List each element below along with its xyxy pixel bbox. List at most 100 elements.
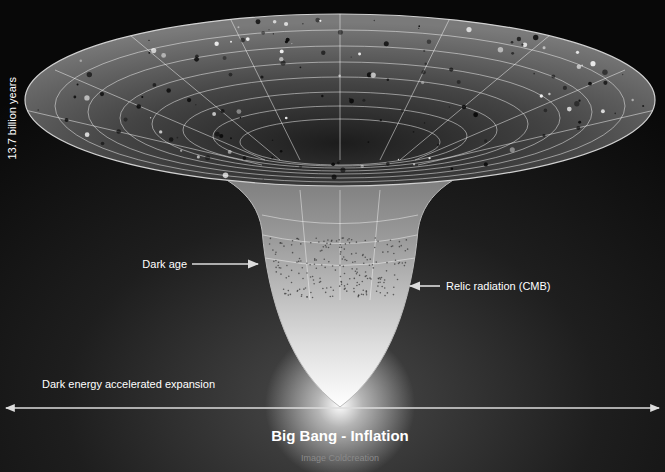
cmb-dot — [296, 238, 298, 240]
cmb-dot — [370, 278, 372, 280]
galaxy-dot — [362, 99, 365, 102]
cmb-dot — [278, 261, 280, 263]
cmb-dot — [298, 273, 300, 275]
galaxy-dot — [578, 100, 580, 102]
cmb-dot — [356, 241, 358, 243]
cmb-dot — [306, 272, 308, 274]
galaxy-dot — [574, 101, 579, 106]
galaxy-dot — [219, 134, 223, 138]
galaxy-dot — [548, 93, 550, 95]
cmb-dot — [378, 282, 380, 284]
galaxy-dot — [424, 122, 425, 123]
cmb-dot — [279, 242, 281, 244]
galaxy-dot — [101, 142, 105, 146]
galaxy-dot — [418, 28, 419, 29]
cmb-dot — [277, 265, 279, 267]
galaxy-dot — [387, 79, 390, 82]
galaxy-dot — [418, 25, 420, 27]
cmb-dot — [364, 240, 366, 242]
galaxy-dot — [302, 23, 303, 24]
cmb-dot — [393, 253, 395, 255]
cmb-dot — [290, 294, 292, 296]
cmb-dot — [288, 275, 290, 277]
cmb-dot — [339, 247, 341, 249]
cmb-dot — [296, 290, 298, 292]
cmb-dot — [275, 251, 277, 253]
galaxy-dot — [37, 109, 39, 111]
cmb-dot — [280, 242, 282, 244]
galaxy-dot — [141, 96, 143, 98]
epoch-label: Dark age — [142, 258, 187, 271]
cmb-dot — [356, 268, 358, 270]
cmb-dot — [341, 246, 343, 248]
cmb-dot — [381, 277, 383, 279]
cmb-dot — [326, 243, 328, 245]
galaxy-dot — [166, 88, 171, 93]
galaxy-dot — [123, 118, 127, 122]
galaxy-dot — [205, 155, 210, 160]
cmb-dot — [285, 293, 287, 295]
galaxy-dot — [150, 117, 151, 118]
galaxy-dot — [280, 49, 284, 53]
cmb-dot — [383, 282, 385, 284]
cmb-dot — [275, 271, 277, 273]
cmb-dot — [366, 275, 368, 277]
cmb-dot — [299, 289, 301, 291]
cmb-dot — [341, 284, 343, 286]
cmb-dot — [359, 275, 361, 277]
cmb-dot — [353, 291, 355, 293]
galaxy-dot — [195, 55, 199, 59]
cmb-dot — [312, 276, 314, 278]
cmb-dot — [285, 277, 287, 279]
cmb-dot — [351, 239, 353, 241]
cmb-dot — [323, 246, 325, 248]
cmb-dot — [305, 287, 307, 289]
cmb-dot — [399, 262, 401, 264]
cmb-dot — [394, 263, 396, 265]
cmb-dot — [375, 237, 377, 239]
cmb-dot — [354, 261, 356, 263]
galaxy-dot — [413, 163, 415, 165]
cmb-dot — [335, 269, 337, 271]
galaxy-dot — [151, 48, 156, 53]
galaxy-dot — [332, 174, 337, 179]
cmb-dot — [292, 252, 294, 254]
galaxy-dot — [567, 107, 572, 112]
galaxy-dot — [136, 104, 141, 109]
cmb-dot — [355, 270, 357, 272]
galaxy-dot — [428, 157, 430, 159]
galaxy-dot — [195, 104, 196, 105]
cmb-dot — [323, 241, 325, 243]
cmb-dot — [345, 243, 347, 245]
galaxy-dot — [533, 73, 535, 75]
galaxy-dot — [223, 173, 229, 179]
cmb-dot — [325, 292, 327, 294]
galaxy-dot — [386, 162, 390, 166]
cmb-dot — [380, 278, 382, 280]
cmb-dot — [330, 243, 332, 245]
galaxy-dot — [338, 74, 340, 76]
galaxy-dot — [462, 105, 467, 110]
galaxy-dot — [161, 53, 166, 58]
galaxy-dot — [263, 178, 264, 179]
galaxy-dot — [451, 167, 454, 170]
galaxy-dot — [540, 94, 543, 97]
cmb-dot — [366, 259, 368, 261]
galaxy-dot — [576, 126, 580, 130]
galaxy-dot — [273, 20, 277, 24]
cmb-dot — [340, 251, 342, 253]
galaxy-dot — [230, 41, 232, 43]
cmb-dot — [275, 253, 277, 255]
galaxy-dot — [614, 112, 616, 114]
galaxy-dot — [240, 38, 245, 43]
cmb-dot — [405, 262, 407, 264]
cmb-dot — [361, 293, 363, 295]
image-credit: Image Coldcreation — [301, 453, 379, 463]
cmb-dot — [306, 262, 308, 264]
galaxy-dot — [517, 37, 521, 41]
cmb-dot — [275, 260, 277, 262]
cmb-dot — [316, 259, 318, 261]
galaxy-dot — [622, 74, 623, 75]
